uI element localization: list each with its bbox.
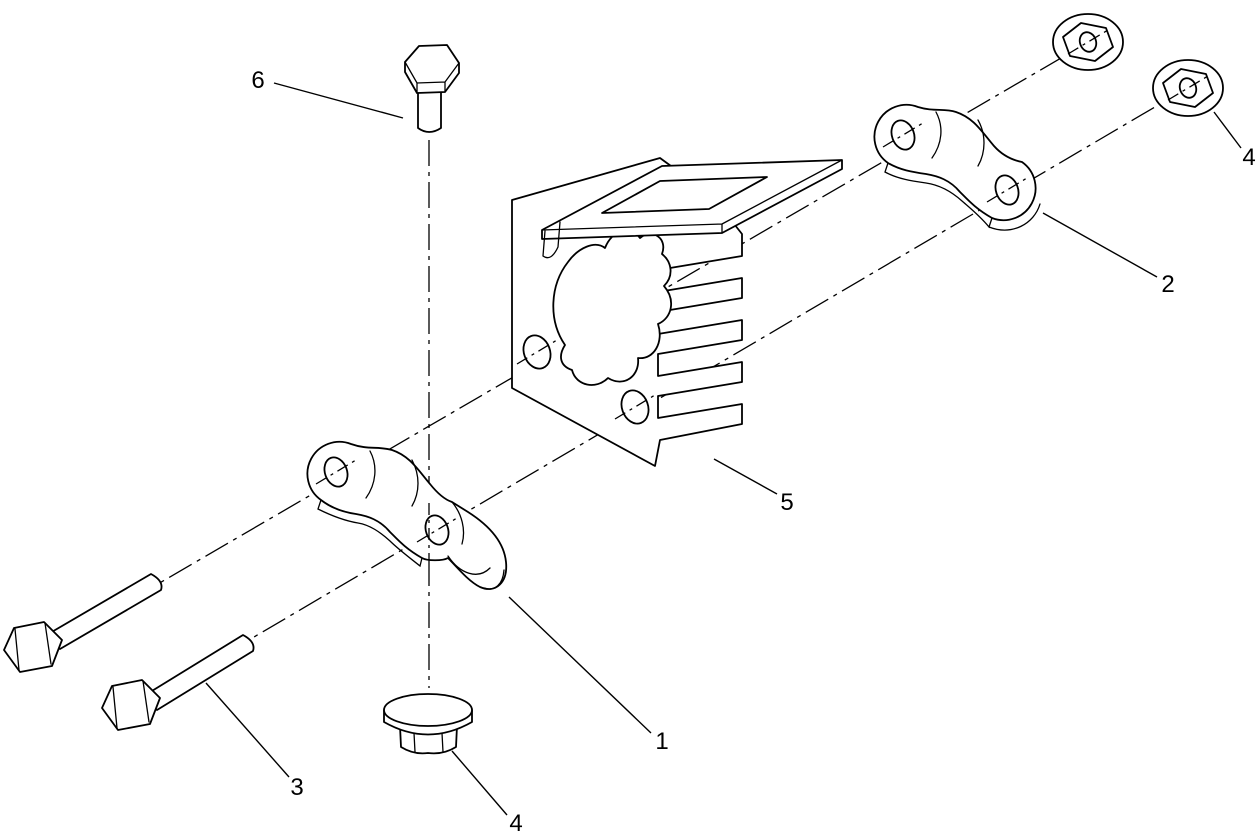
bolt-a-shaft bbox=[48, 573, 163, 650]
callout-4-bottom: 4 bbox=[509, 810, 522, 837]
bracket-upper-thickness bbox=[884, 162, 1041, 231]
clamp-hole-right bbox=[620, 389, 650, 425]
centerline-pass-clamp-left bbox=[516, 339, 558, 365]
hex-bolt-top bbox=[404, 44, 460, 133]
hex-bolt-a bbox=[3, 573, 163, 673]
callout-6: 6 bbox=[251, 67, 264, 94]
bracket-upper-hole-left bbox=[890, 119, 916, 151]
clamp-hole-left bbox=[522, 334, 552, 370]
bracket-lower-body bbox=[306, 440, 508, 590]
flange-nut-upper-left bbox=[1052, 13, 1124, 71]
bracket-lower-thickness bbox=[317, 499, 423, 568]
bolt-6-head bbox=[404, 44, 460, 94]
clamp-top-plate-edges bbox=[541, 159, 843, 234]
bracket-upper-fold-lines bbox=[931, 111, 985, 167]
bracket-lower-hole-right bbox=[424, 514, 450, 546]
leader-line-5 bbox=[713, 458, 778, 495]
bracket-upper-hole-right bbox=[994, 174, 1020, 206]
callout-2: 2 bbox=[1161, 271, 1174, 298]
callout-labels: 6 4 2 5 1 3 4 bbox=[251, 67, 1255, 837]
flange-nut-upper-right bbox=[1152, 59, 1224, 117]
bolt-a-head-facets bbox=[14, 622, 52, 671]
centerline-pass-nut-b bbox=[1167, 75, 1209, 101]
bolt-b-head-facets bbox=[112, 680, 150, 729]
flange-nut-bottom bbox=[383, 693, 473, 755]
leader-line-3 bbox=[205, 682, 290, 778]
bolt-b-head bbox=[101, 679, 161, 731]
nut-bottom-hex-facets bbox=[413, 732, 444, 753]
centerline-pass-clamp-right bbox=[614, 394, 656, 420]
centerline-pass-bracket-upper-right bbox=[986, 177, 1028, 203]
nut-bottom-flange-top bbox=[383, 693, 473, 727]
nut-b-hole bbox=[1178, 77, 1198, 99]
bolt-6-head-facets bbox=[404, 61, 460, 94]
bracket-upper bbox=[873, 103, 1041, 231]
centerline-hole-passes bbox=[315, 29, 1209, 560]
clamp-jaw-cavity bbox=[552, 229, 672, 386]
centerline-pass-bracket-lower-left bbox=[315, 459, 357, 485]
clamp-top-plate bbox=[541, 159, 843, 240]
bracket-lower-hole-left bbox=[323, 456, 349, 488]
bolt-a-head bbox=[3, 621, 63, 673]
clamp-plate-tab bbox=[542, 221, 561, 259]
centerline-pass-nut-a bbox=[1067, 29, 1109, 55]
callout-3: 3 bbox=[290, 774, 303, 801]
leader-line-1 bbox=[508, 596, 652, 734]
leader-line-4-bottom bbox=[451, 750, 508, 816]
centerline-pass-bracket-lower-right bbox=[416, 517, 458, 543]
leader-line-4-top bbox=[1213, 111, 1242, 149]
leader-line-6 bbox=[273, 82, 404, 119]
bolt-6-shaft bbox=[417, 91, 442, 133]
callout-1: 1 bbox=[655, 728, 668, 755]
centerline-pass-bracket-upper-left bbox=[882, 122, 924, 148]
callout-4-top: 4 bbox=[1242, 144, 1255, 171]
clamp-plate-cutout bbox=[601, 176, 768, 214]
callout-5: 5 bbox=[780, 489, 793, 516]
hex-bolt-b bbox=[101, 634, 255, 731]
nut-a-hole bbox=[1078, 31, 1098, 53]
bolt-b-shaft bbox=[145, 634, 255, 711]
bracket-lower bbox=[306, 440, 508, 590]
clamp-block bbox=[511, 157, 843, 467]
leader-lines bbox=[205, 82, 1242, 816]
leader-line-2 bbox=[1042, 212, 1158, 278]
bracket-lower-fold-lines bbox=[365, 450, 505, 590]
